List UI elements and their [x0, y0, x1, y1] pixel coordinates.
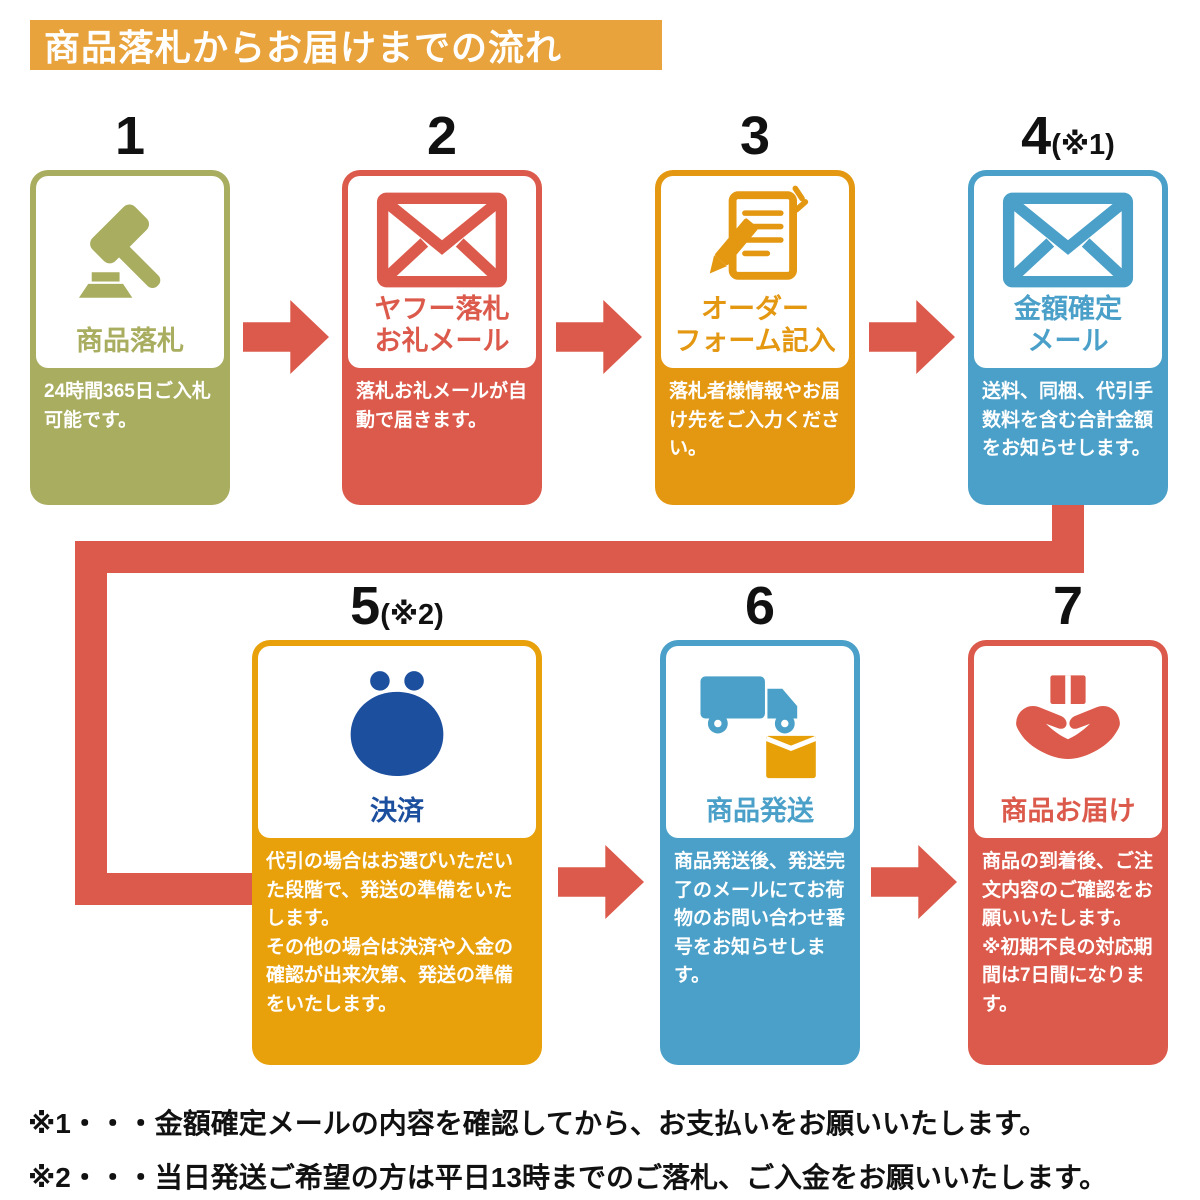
- flow-arrow: [558, 845, 644, 919]
- step-number-text: 3: [739, 106, 771, 166]
- step-card-top: オーダー フォーム記入: [661, 176, 849, 368]
- step-card-price-mail: 金額確定 メール 送料、同梱、代引手数料を含む合計金額をお知らせします。: [968, 170, 1168, 505]
- flow-connector-segment: [75, 541, 107, 905]
- footnote-1: ※1・・・金額確定メールの内容を確認してから、お支払いをお願いいたします。: [28, 1108, 1048, 1139]
- step-number-4: 4(※1): [968, 106, 1168, 166]
- order-form-pencil-icon: [699, 185, 811, 294]
- step-number-3: 3: [655, 106, 855, 166]
- gavel-icon: [72, 186, 188, 326]
- step-card-order-form: オーダー フォーム記入 落札者様情報やお届け先をご入力ください。: [655, 170, 855, 505]
- step-card-top: 金額確定 メール: [974, 176, 1162, 368]
- delivery-truck-box-icon: [686, 656, 834, 796]
- footnote-2: ※2・・・当日発送ご希望の方は平日13時までのご落札、ご入金をお願いいたします。: [28, 1162, 1108, 1193]
- flow-arrow: [243, 300, 329, 374]
- step-number-text: 4: [1021, 106, 1052, 166]
- step-card-thanks-mail: ヤフー落札 お礼メール 落札お礼メールが自動で届きます。: [342, 170, 542, 505]
- flow-arrow: [869, 300, 955, 374]
- step-number-text: 6: [744, 576, 776, 636]
- flow-connector-segment: [75, 873, 255, 905]
- step-number-text: 2: [426, 106, 458, 166]
- step-title: 金額確定 メール: [1014, 294, 1122, 357]
- step-title: 商品落札: [76, 326, 184, 357]
- step-description: 落札者様情報やお届け先をご入力ください。: [669, 381, 841, 459]
- step-number-text: 5: [350, 576, 381, 636]
- page-title: 商品落札からお届けまでの流れ: [30, 20, 662, 70]
- step-card-payment: 決済 代引の場合はお選びいただいた段階で、発送の準備をいたします。 その他の場合…: [252, 640, 542, 1065]
- step-card-top: ヤフー落札 お礼メール: [348, 176, 536, 368]
- flow-arrow: [556, 300, 642, 374]
- step-card-delivery: 商品お届け 商品の到着後、ご注文内容のご確認をお願いいたします。 ※初期不良の対…: [968, 640, 1168, 1065]
- coin-purse-icon: [336, 656, 458, 796]
- step-number-2: 2: [342, 106, 542, 166]
- step-description: 24時間365日ご入札可能です。: [44, 381, 211, 431]
- step-number-5: 5(※2): [252, 576, 542, 636]
- step-title: 商品発送: [706, 796, 814, 827]
- step-title: オーダー フォーム記入: [674, 294, 836, 357]
- step-title: ヤフー落札 お礼メール: [374, 294, 510, 357]
- step-number-7: 7: [968, 576, 1168, 636]
- step-number-note: (※1): [1051, 129, 1115, 161]
- flow-arrow: [871, 845, 957, 919]
- step-card-top: 商品落札: [36, 176, 224, 368]
- step-number-6: 6: [660, 576, 860, 636]
- step-description: 商品発送後、発送完了のメールにてお荷物のお問い合わせ番号をお知らせします。: [674, 851, 846, 986]
- step-description: 落札お礼メールが自動で届きます。: [356, 381, 528, 431]
- flow-connector-segment: [75, 541, 1084, 573]
- step-card-auction-win: 商品落札 24時間365日ご入札可能です。: [30, 170, 230, 505]
- envelope-icon: [376, 186, 508, 294]
- step-number-text: 1: [114, 106, 146, 166]
- step-number-note: (※2): [380, 599, 444, 631]
- step-card-top: 決済: [258, 646, 536, 838]
- step-card-shipping: 商品発送 商品発送後、発送完了のメールにてお荷物のお問い合わせ番号をお知らせしま…: [660, 640, 860, 1065]
- step-description: 商品の到着後、ご注文内容のご確認をお願いいたします。 ※初期不良の対応期間は7日…: [982, 851, 1154, 1015]
- hands-package-icon: [994, 656, 1142, 796]
- step-description: 送料、同梱、代引手数料を含む合計金額をお知らせします。: [982, 381, 1154, 459]
- step-number-1: 1: [30, 106, 230, 166]
- step-title: 決済: [370, 796, 424, 827]
- step-description: 代引の場合はお選びいただいた段階で、発送の準備をいたします。 その他の場合は決済…: [266, 851, 514, 1015]
- envelope-icon: [1002, 186, 1134, 294]
- step-card-top: 商品発送: [666, 646, 854, 838]
- step-card-top: 商品お届け: [974, 646, 1162, 838]
- step-number-text: 7: [1052, 576, 1084, 636]
- step-title: 商品お届け: [1000, 796, 1136, 827]
